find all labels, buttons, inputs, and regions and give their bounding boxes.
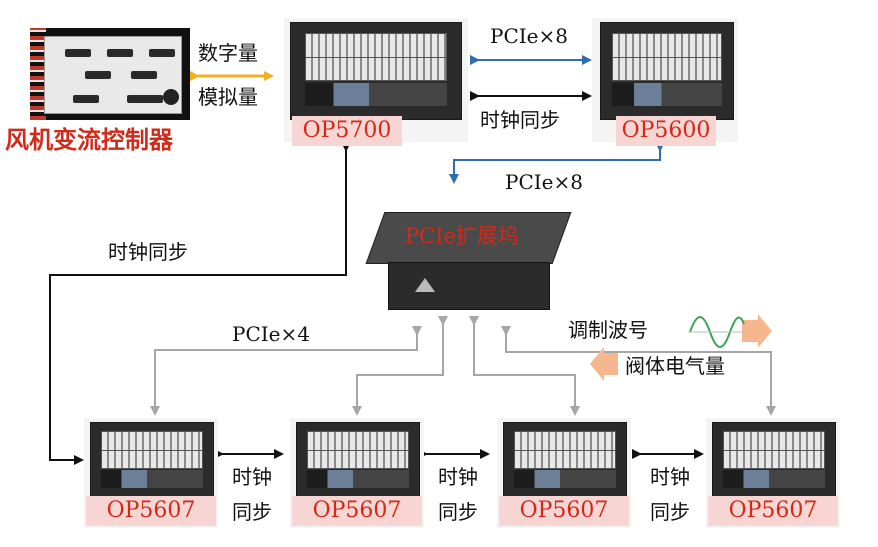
modulation-label: 调制波号 [568,318,648,342]
bottom-sync-label-1b: 同步 [232,500,272,524]
hub-pcie-label: PCIe×8 [505,170,583,194]
op5607-label-3: OP5607 [499,496,629,526]
op5607-label-4: OP5607 [708,496,838,526]
hub-pcie-arrow [449,142,665,184]
controller-label: 风机变流控制器 [5,125,173,154]
bottom-sync-label-2a: 时钟 [438,465,478,489]
op5600-device: OP5600 [592,18,738,146]
op5607-device-1: OP5607 [84,418,218,528]
bottom-sync-label-3a: 时钟 [650,465,690,489]
bottom-pcie-label: PCIe×4 [232,322,310,346]
pcie4-link-3 [469,316,580,416]
bottom-sync-label-2b: 同步 [438,500,478,524]
modulation-arrow [742,314,772,348]
wave-icon [689,316,745,348]
op5607-device-4: OP5607 [706,418,840,528]
analog-label: 模拟量 [198,85,258,109]
op5700-label: OP5700 [292,116,402,146]
op5607-label-1: OP5607 [86,496,216,526]
op5607-label-2: OP5607 [292,496,422,526]
bottom-sync-label-3b: 同步 [650,500,690,524]
left-sync-label: 时钟同步 [108,240,188,264]
pcie4-link-2 [352,316,448,416]
top-sync-label: 时钟同步 [480,108,560,132]
op5607-device-2: OP5607 [290,418,424,528]
pcie4-link-4 [501,326,776,416]
converter-controller-photo [30,28,190,120]
digital-label: 数字量 [198,41,258,65]
op5607-device-3: OP5607 [497,418,631,528]
bottom-sync-label-1a: 时钟 [232,465,272,489]
top-pcie-label: PCIe×8 [490,24,568,48]
valve-label: 阀体电气量 [625,354,725,378]
op5600-label: OP5600 [616,116,716,146]
op5700-device: OP5700 [284,18,468,146]
left-sync-arrow [49,142,351,465]
valve-arrow [590,347,618,381]
hub-label: PCIe扩展坞 [405,224,519,248]
